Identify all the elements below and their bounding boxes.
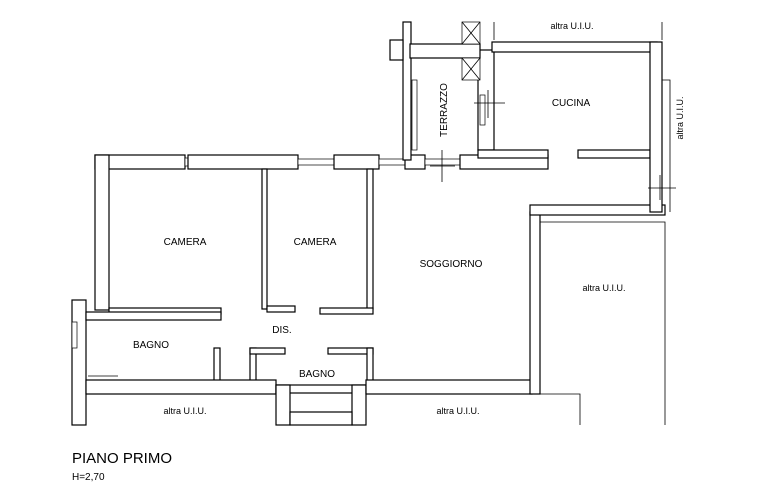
neighbour-labels: altra U.I.U. altra U.I.U. altra U.I.U. a… <box>163 21 685 416</box>
wall-bottom-left <box>85 379 277 395</box>
wall-terrazzo-top <box>409 43 481 59</box>
wall-soggiorno-right <box>529 211 541 395</box>
wall-niche-bottom <box>289 411 353 426</box>
wall-terrazzo-step <box>389 39 404 61</box>
label-bagno-1: BAGNO <box>133 340 169 351</box>
wall-bagno1-right <box>213 347 221 383</box>
wall-bottom-right <box>365 379 533 395</box>
plan-title: PIANO PRIMO <box>72 450 173 467</box>
wall-bagno2-top-a <box>249 347 286 355</box>
neighbour-outline-right <box>540 221 666 425</box>
label-cucina: CUCINA <box>552 98 591 109</box>
label-camera-2: CAMERA <box>294 237 337 248</box>
wall-left-lower <box>71 299 87 426</box>
wall-camera2-bottom-b <box>319 307 374 315</box>
label-bagno-2: BAGNO <box>299 369 335 380</box>
wall-cucina-bottom-b <box>577 149 651 159</box>
window-3 <box>424 158 461 166</box>
wall-cucina-top <box>491 41 658 53</box>
label-dis: DIS. <box>272 325 291 336</box>
wall-bagno1-top <box>85 311 222 321</box>
window-1 <box>297 158 335 166</box>
wall-cucina-right <box>649 41 663 213</box>
room-labels: CAMERA CAMERA SOGGIORNO CUCINA TERRAZZO … <box>133 83 591 380</box>
wall-terrazzo-left <box>402 21 412 161</box>
window-terrazzo <box>479 94 486 126</box>
neighbour-outline-top <box>493 22 671 212</box>
label-soggiorno: SOGGIORNO <box>420 259 483 270</box>
window-left <box>71 321 78 349</box>
markers <box>88 90 676 377</box>
wall-bedroom-right <box>366 168 374 310</box>
wall-niche-left <box>275 384 291 426</box>
label-camera-1: CAMERA <box>164 237 207 248</box>
wall-niche-right <box>351 384 367 426</box>
label-neighbour-right-vertical: altra U.I.U. <box>675 96 685 139</box>
wall-bedroom-divider <box>261 168 268 310</box>
window-2 <box>378 158 406 166</box>
wall-left <box>94 154 110 311</box>
terrazzo-rail <box>411 79 418 151</box>
label-terrazzo: TERRAZZO <box>439 83 450 137</box>
plan-height: H=2,70 <box>72 472 105 483</box>
label-neighbour-right: altra U.I.U. <box>582 283 625 293</box>
label-neighbour-top: altra U.I.U. <box>550 21 593 31</box>
wall-soggiorno-right-top <box>529 204 666 216</box>
label-neighbour-bottom-right: altra U.I.U. <box>436 406 479 416</box>
wall-top-3 <box>333 154 380 170</box>
wall-camera2-bottom-a <box>266 305 296 313</box>
wall-cucina-bottom-a <box>477 149 549 159</box>
label-neighbour-bottom-left: altra U.I.U. <box>163 406 206 416</box>
wall-bagno2-top-b <box>327 347 374 355</box>
wall-top-2 <box>187 154 299 170</box>
terrazzo-shaft-cross <box>461 21 481 81</box>
walls <box>71 21 671 426</box>
neighbour-outline-bottom <box>85 393 581 425</box>
